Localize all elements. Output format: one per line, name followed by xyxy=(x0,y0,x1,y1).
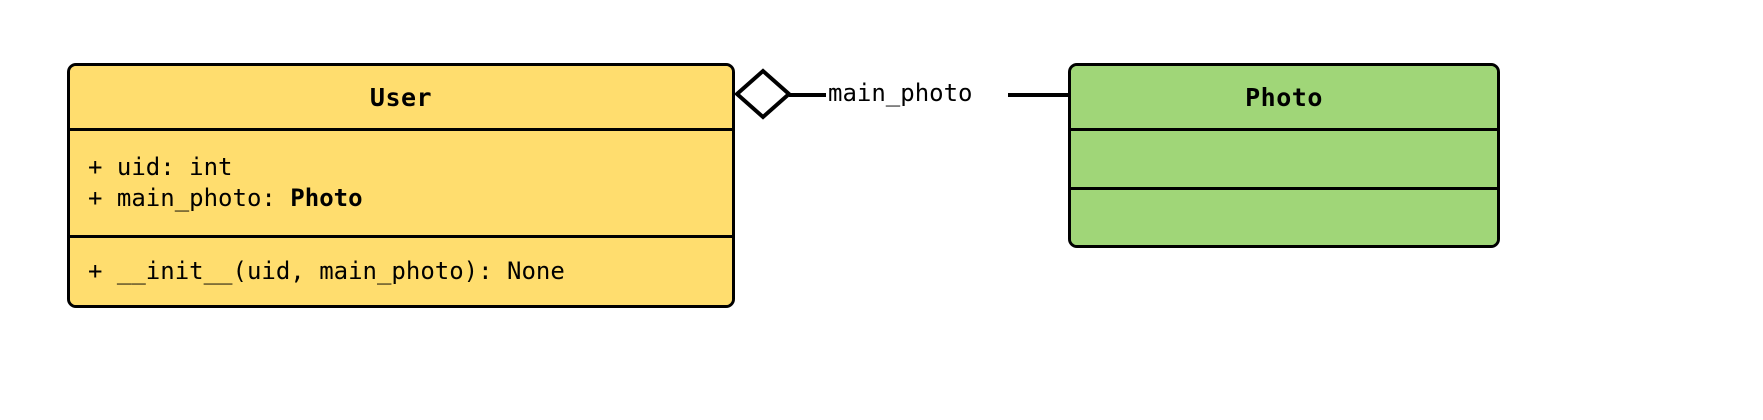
uml-class-photo-attributes xyxy=(1071,128,1497,187)
uml-class-photo-methods xyxy=(1071,187,1497,245)
uml-attribute-main-photo: + main_photo: Photo xyxy=(88,183,714,214)
uml-class-user-title: User xyxy=(70,66,732,128)
uml-class-user-attributes: + uid: int + main_photo: Photo xyxy=(70,128,732,235)
uml-attribute-main-photo-prefix: + main_photo: xyxy=(88,184,291,212)
uml-class-user[interactable]: User + uid: int + main_photo: Photo + __… xyxy=(67,63,735,308)
uml-class-photo[interactable]: Photo xyxy=(1068,63,1500,248)
association-line-left-segment xyxy=(789,93,829,97)
association-line-right-segment xyxy=(1008,93,1070,97)
uml-method-init: + __init__(uid, main_photo): None xyxy=(88,257,565,285)
association-label-main-photo: main_photo xyxy=(826,78,975,109)
uml-class-photo-title: Photo xyxy=(1071,66,1497,128)
uml-attribute-main-photo-type: Photo xyxy=(290,184,363,212)
uml-attribute-uid: + uid: int xyxy=(88,153,233,181)
aggregation-diamond-icon xyxy=(733,68,793,120)
uml-class-user-methods: + __init__(uid, main_photo): None xyxy=(70,235,732,305)
